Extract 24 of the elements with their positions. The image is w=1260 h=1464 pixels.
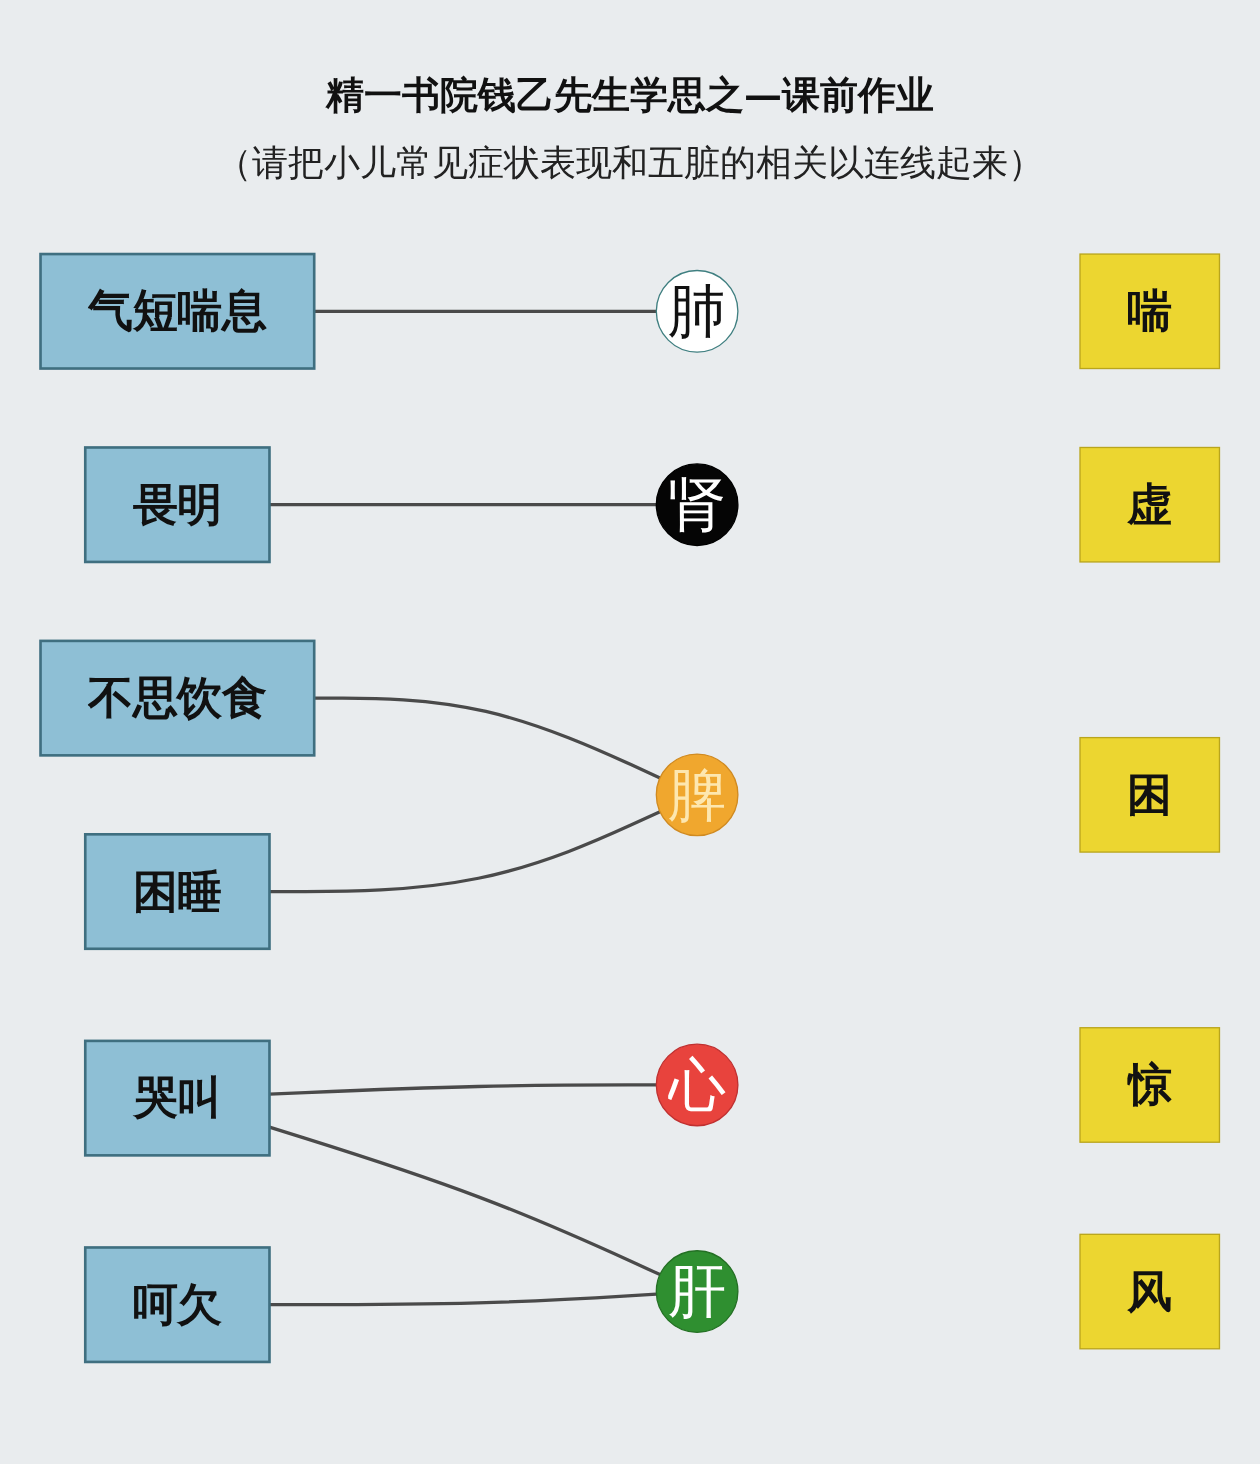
node-box: 呵欠 xyxy=(83,1246,271,1364)
node-box: 畏明 xyxy=(83,446,271,564)
connector xyxy=(314,309,657,313)
node-circle: 肺 xyxy=(655,269,739,353)
node-circle: 心 xyxy=(655,1043,739,1127)
connector xyxy=(269,1083,657,1096)
instruction-text: （请把小儿常见症状表现和五脏的相关以连线起来） xyxy=(216,141,1044,185)
connector xyxy=(269,1292,657,1307)
node-circle: 肾 xyxy=(655,463,739,547)
title: 精一书院钱乙先生学思之—课前作业 xyxy=(326,71,934,119)
connector xyxy=(269,810,661,894)
node-box: 气短喘息 xyxy=(39,252,316,370)
node-box: 虚 xyxy=(1079,446,1221,563)
node-circle: 脾 xyxy=(655,753,739,837)
node-box: 喘 xyxy=(1079,253,1221,370)
connector xyxy=(314,696,661,780)
node-box: 哭叫 xyxy=(83,1039,271,1157)
node-box: 不思饮食 xyxy=(39,639,316,757)
node-circle: 肝 xyxy=(655,1250,739,1333)
node-box: 惊 xyxy=(1079,1027,1221,1143)
connector xyxy=(269,503,657,507)
node-box: 困 xyxy=(1079,736,1221,853)
node-box: 风 xyxy=(1079,1233,1221,1350)
node-box: 困睡 xyxy=(83,833,271,951)
